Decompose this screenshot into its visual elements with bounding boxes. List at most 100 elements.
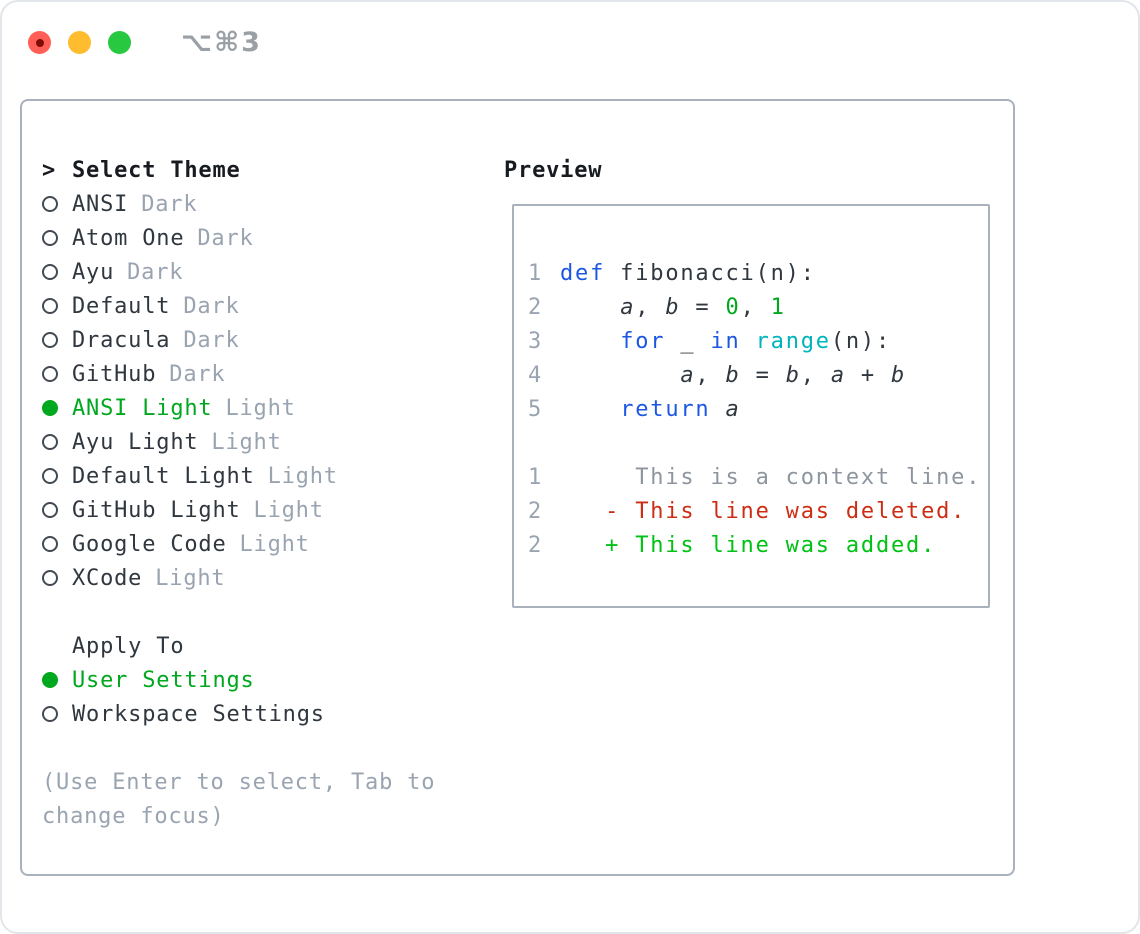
apply-option-label: Workspace Settings (72, 701, 325, 727)
code-segment-builtin: range (755, 328, 831, 354)
code-content: for _ in range(n): (560, 329, 891, 354)
code-line: 3 for _ in range(n): (528, 324, 988, 358)
theme-variant-label: Light (211, 429, 282, 455)
code-segment-plain (560, 295, 620, 320)
radio-unselected-icon (42, 502, 58, 518)
radio-unselected-icon (42, 230, 58, 246)
code-segment-added: + This line was added. (560, 532, 937, 558)
code-line: 5 return a (528, 392, 988, 426)
theme-option-ayu-light[interactable]: Ayu Light Light (42, 425, 435, 459)
zoom-button[interactable] (108, 31, 131, 54)
line-number: 2 (528, 532, 544, 558)
theme-name: Default Light (72, 463, 255, 489)
code-content: + This line was added. (560, 533, 936, 558)
code-segment-keyword: def (560, 260, 606, 286)
code-content: def fibonacci(n): (560, 261, 816, 286)
code-segment-plain: (n): (830, 328, 892, 354)
code-segment-var: b (665, 294, 681, 320)
titlebar: ⌥⌘3 (28, 27, 262, 58)
theme-variant-label: Dark (183, 293, 240, 319)
code-segment-plain (560, 363, 680, 388)
radio-unselected-icon (42, 570, 58, 586)
apply-option-user-settings[interactable]: User Settings (42, 663, 435, 697)
theme-variant-label: Light (267, 463, 338, 489)
code-line: 2 + This line was added. (528, 528, 988, 562)
code-content: - This line was deleted. (560, 499, 966, 524)
line-number: 2 (528, 294, 544, 320)
code-segment-plain: fibonacci(n): (605, 260, 816, 286)
code-segment-plain (710, 397, 725, 422)
code-segment-var: a (680, 362, 696, 388)
radio-selected-icon (42, 672, 58, 688)
theme-option-default-light[interactable]: Default Light Light (42, 459, 435, 493)
code-segment-plain (741, 329, 756, 354)
radio-unselected-icon (42, 468, 58, 484)
line-number: 4 (528, 362, 544, 388)
radio-unselected-icon (42, 536, 58, 552)
theme-name: Dracula (72, 327, 171, 353)
window-title-shortcut: ⌥⌘3 (181, 27, 262, 58)
code-segment-var: a (830, 362, 846, 388)
hint-line-1: (Use Enter to select, Tab to (42, 769, 436, 795)
radio-unselected-icon (42, 706, 58, 722)
theme-name: Default (72, 293, 171, 319)
code-content: return a (560, 397, 741, 422)
code-line: 2 a, b = 0, 1 (528, 290, 988, 324)
code-segment-plain (560, 329, 620, 354)
line-number: 2 (528, 498, 544, 524)
radio-unselected-icon (42, 366, 58, 382)
theme-option-google-code[interactable]: Google Code Light (42, 527, 435, 561)
code-segment-context: This is a context line. (560, 464, 982, 490)
radio-selected-icon (42, 400, 58, 416)
theme-option-default[interactable]: Default Dark (42, 289, 435, 323)
theme-name: GitHub Light (72, 497, 241, 523)
code-segment-plain: , (800, 362, 831, 388)
code-segment-plain: = (680, 294, 726, 320)
select-theme-title: Select Theme (72, 157, 241, 183)
theme-option-github-light[interactable]: GitHub Light Light (42, 493, 435, 527)
code-content: a, b = b, a + b (560, 363, 906, 388)
code-segment-var: a (725, 396, 741, 422)
theme-variant-label: Dark (197, 225, 254, 251)
close-button[interactable] (28, 31, 51, 54)
code-segment-plain: , (740, 294, 771, 320)
code-segment-plain: , (695, 362, 726, 388)
code-segment-plain: _ (665, 328, 711, 354)
code-segment-keyword: in (710, 328, 741, 354)
theme-variant-label: Light (253, 497, 324, 523)
radio-unselected-icon (42, 196, 58, 212)
code-segment-keyword: return (620, 396, 711, 422)
line-number: 3 (528, 328, 544, 354)
spacer-row (42, 731, 435, 765)
theme-variant-label: Dark (169, 361, 226, 387)
code-segment-plain: = (740, 362, 786, 388)
theme-variant-label: Light (239, 531, 310, 557)
minimize-button[interactable] (68, 31, 91, 54)
theme-name: Google Code (72, 531, 227, 557)
code-segment-plain: + (845, 362, 892, 388)
cursor-prompt-icon: > (42, 157, 57, 183)
radio-unselected-icon (42, 332, 58, 348)
code-segment-var: b (785, 362, 801, 388)
code-segment-number: 1 (770, 294, 786, 320)
code-content: This is a context line. (560, 465, 981, 490)
theme-option-github[interactable]: GitHub Dark (42, 357, 435, 391)
theme-name: Ayu Light (72, 429, 199, 455)
code-segment-var: a (620, 294, 636, 320)
radio-unselected-icon (42, 434, 58, 450)
apply-option-workspace-settings[interactable]: Workspace Settings (42, 697, 435, 731)
theme-name: XCode (72, 565, 143, 591)
theme-name: GitHub (72, 361, 157, 387)
